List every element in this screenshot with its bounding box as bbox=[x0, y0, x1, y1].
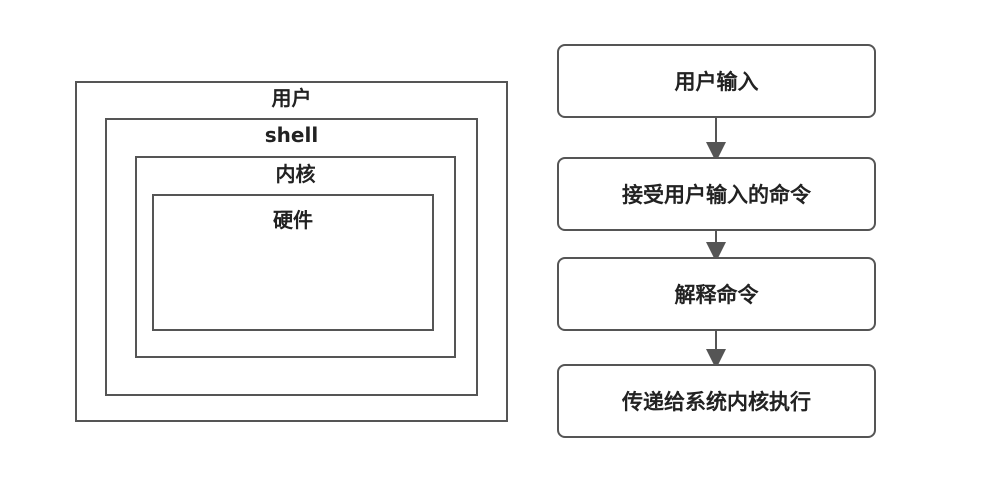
flow-step-interpret-command: 解释命令 bbox=[557, 257, 876, 331]
flow-step-accept-command: 接受用户输入的命令 bbox=[557, 157, 876, 231]
layer-user-label: 用户 bbox=[271, 86, 312, 110]
layer-user-box: 用户 bbox=[75, 81, 508, 422]
flow-step-user-input: 用户输入 bbox=[557, 44, 876, 118]
layer-shell-box: shell bbox=[105, 118, 478, 396]
flow-step-pass-to-kernel: 传递给系统内核执行 bbox=[557, 364, 876, 438]
layer-kernel-box: 内核 bbox=[135, 156, 456, 358]
layer-hardware-box: 硬件 bbox=[152, 194, 434, 331]
layer-hardware-label: 硬件 bbox=[273, 208, 313, 232]
layer-kernel-label: 内核 bbox=[275, 162, 316, 186]
layer-shell-label: shell bbox=[264, 123, 319, 147]
